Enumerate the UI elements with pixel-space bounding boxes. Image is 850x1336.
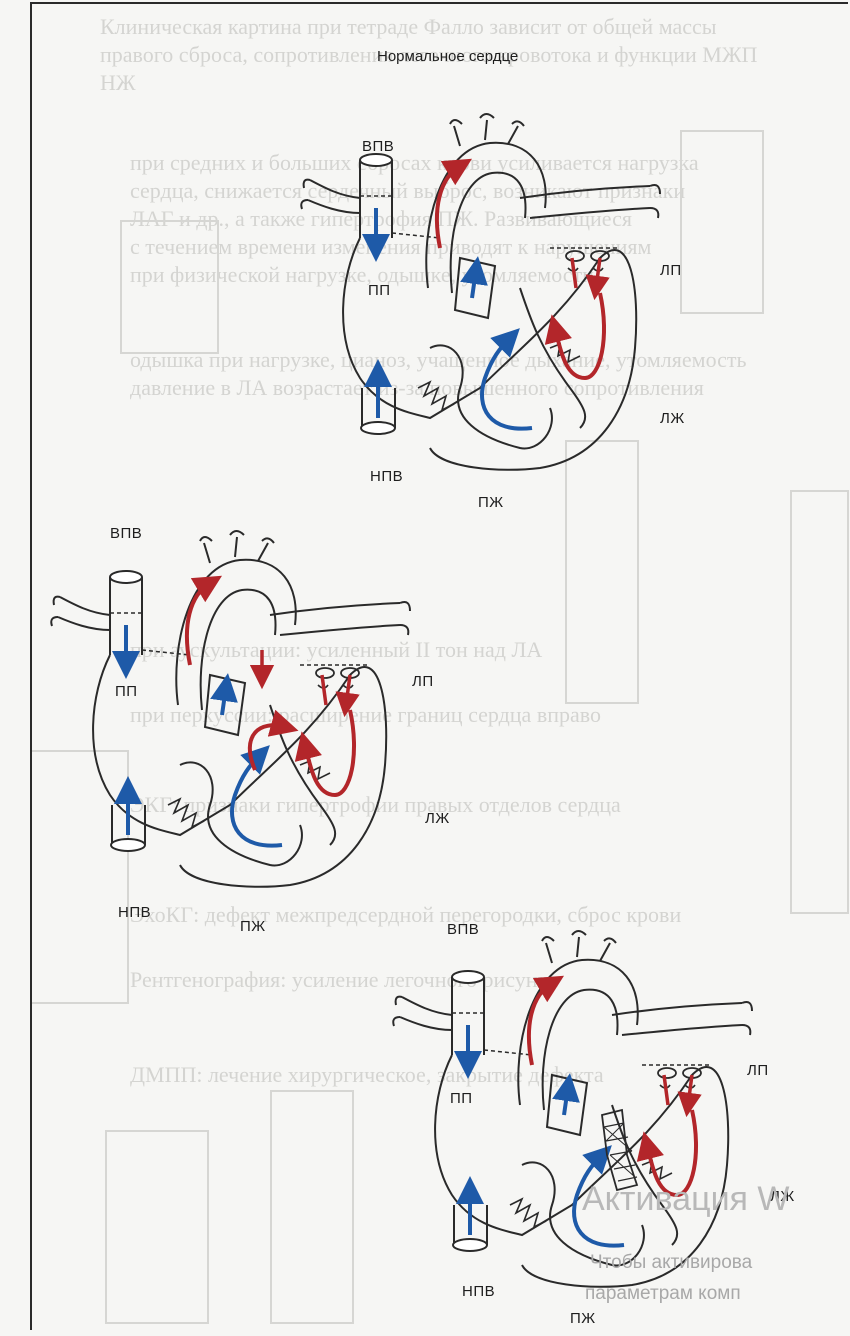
label-lv: ЛЖ <box>660 410 685 427</box>
heart-diagram-normal <box>301 114 660 470</box>
activation-watermark-line: Чтобы активирова <box>590 1252 752 1274</box>
label-rv: ПЖ <box>570 1310 596 1327</box>
activation-watermark-line: параметрам комп <box>585 1283 741 1305</box>
label-ra: ПП <box>450 1090 473 1107</box>
label-la: ЛП <box>747 1062 769 1079</box>
label-rv: ПЖ <box>478 494 504 511</box>
label-rv: ПЖ <box>240 918 266 935</box>
label-ra: ПП <box>368 282 391 299</box>
label-la: ЛП <box>660 262 682 279</box>
label-la: ЛП <box>412 673 434 690</box>
label-svc: ВПВ <box>447 921 479 938</box>
label-lv: ЛЖ <box>425 810 450 827</box>
heart-diagram-bottom <box>393 931 752 1287</box>
label-ivc: НПВ <box>462 1283 495 1300</box>
label-ivc: НПВ <box>118 904 151 921</box>
label-svc: ВПВ <box>362 138 394 155</box>
label-ivc: НПВ <box>370 468 403 485</box>
heart-diagram-middle <box>51 531 410 887</box>
label-svc: ВПВ <box>110 525 142 542</box>
diagram-title: Нормальное сердце <box>377 48 518 65</box>
activation-watermark-title: Активация W <box>582 1180 790 1219</box>
label-ra: ПП <box>115 683 138 700</box>
